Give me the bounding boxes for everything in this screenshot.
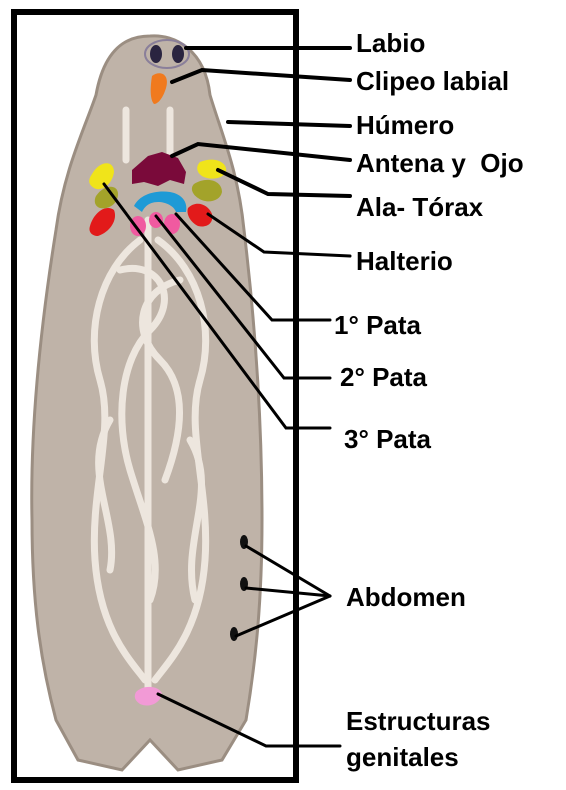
label-antena-ojo: Antena y Ojo: [356, 148, 524, 178]
label-estructuras: Estructuras: [346, 704, 491, 738]
label-pata-2: 2° Pata: [340, 362, 427, 392]
eye-left: [150, 45, 162, 63]
label-clipeo-labial: Clipeo labial: [356, 66, 509, 96]
label-abdomen: Abdomen: [346, 582, 466, 612]
spiracle-3: [230, 627, 238, 641]
leg-1: [130, 216, 146, 236]
label-halterio: Halterio: [356, 246, 453, 276]
eye-right: [172, 45, 184, 63]
label-humero: Húmero: [356, 110, 454, 140]
label-ala-torax: Ala- Tórax: [356, 192, 483, 222]
label-pata-1: 1° Pata: [334, 310, 421, 340]
label-labio: Labio: [356, 28, 425, 58]
label-genitales: genitales: [346, 740, 459, 774]
leader-humero: [228, 122, 350, 126]
label-pata-3: 3° Pata: [344, 424, 431, 454]
